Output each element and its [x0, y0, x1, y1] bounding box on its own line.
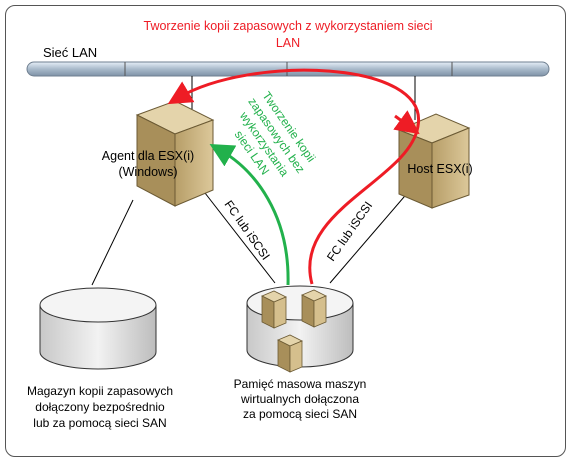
agent-san-line: [204, 192, 276, 284]
agent-server-icon: [135, 100, 215, 207]
host-label: Host ESX(i): [407, 162, 473, 176]
lan-bar: [26, 61, 550, 77]
host-server-icon: [397, 113, 471, 209]
backup-storage-label: Magazyn kopii zapasowych dołączony bezpo…: [26, 384, 174, 430]
agent-storage-line: [91, 199, 134, 286]
mini-server-icon: [277, 334, 303, 373]
agent-label: Agent dla ESX(i) (Windows): [101, 149, 195, 179]
diagram-frame: [5, 5, 566, 457]
vm-storage-icon: [246, 285, 354, 373]
vm-storage-label: Pamięć masowa maszyn wirtualnych dołączo…: [233, 377, 367, 421]
fc-left-label: FC lub iSCSI: [222, 198, 273, 263]
lanfree-backup-arrow: [209, 144, 290, 286]
mini-server-icon: [301, 289, 327, 328]
lan-backup-arrow-tail: [393, 110, 420, 135]
host-san-line: [329, 189, 411, 284]
mini-server-icon: [261, 290, 287, 329]
lan-label: Sieć LAN: [43, 45, 98, 60]
backup-storage-icon: [39, 287, 157, 370]
fc-right-label: FC lub iSCSI: [324, 199, 375, 264]
lan-backup-title: Tworzenie kopii zapasowych z wykorzystan…: [143, 19, 433, 50]
